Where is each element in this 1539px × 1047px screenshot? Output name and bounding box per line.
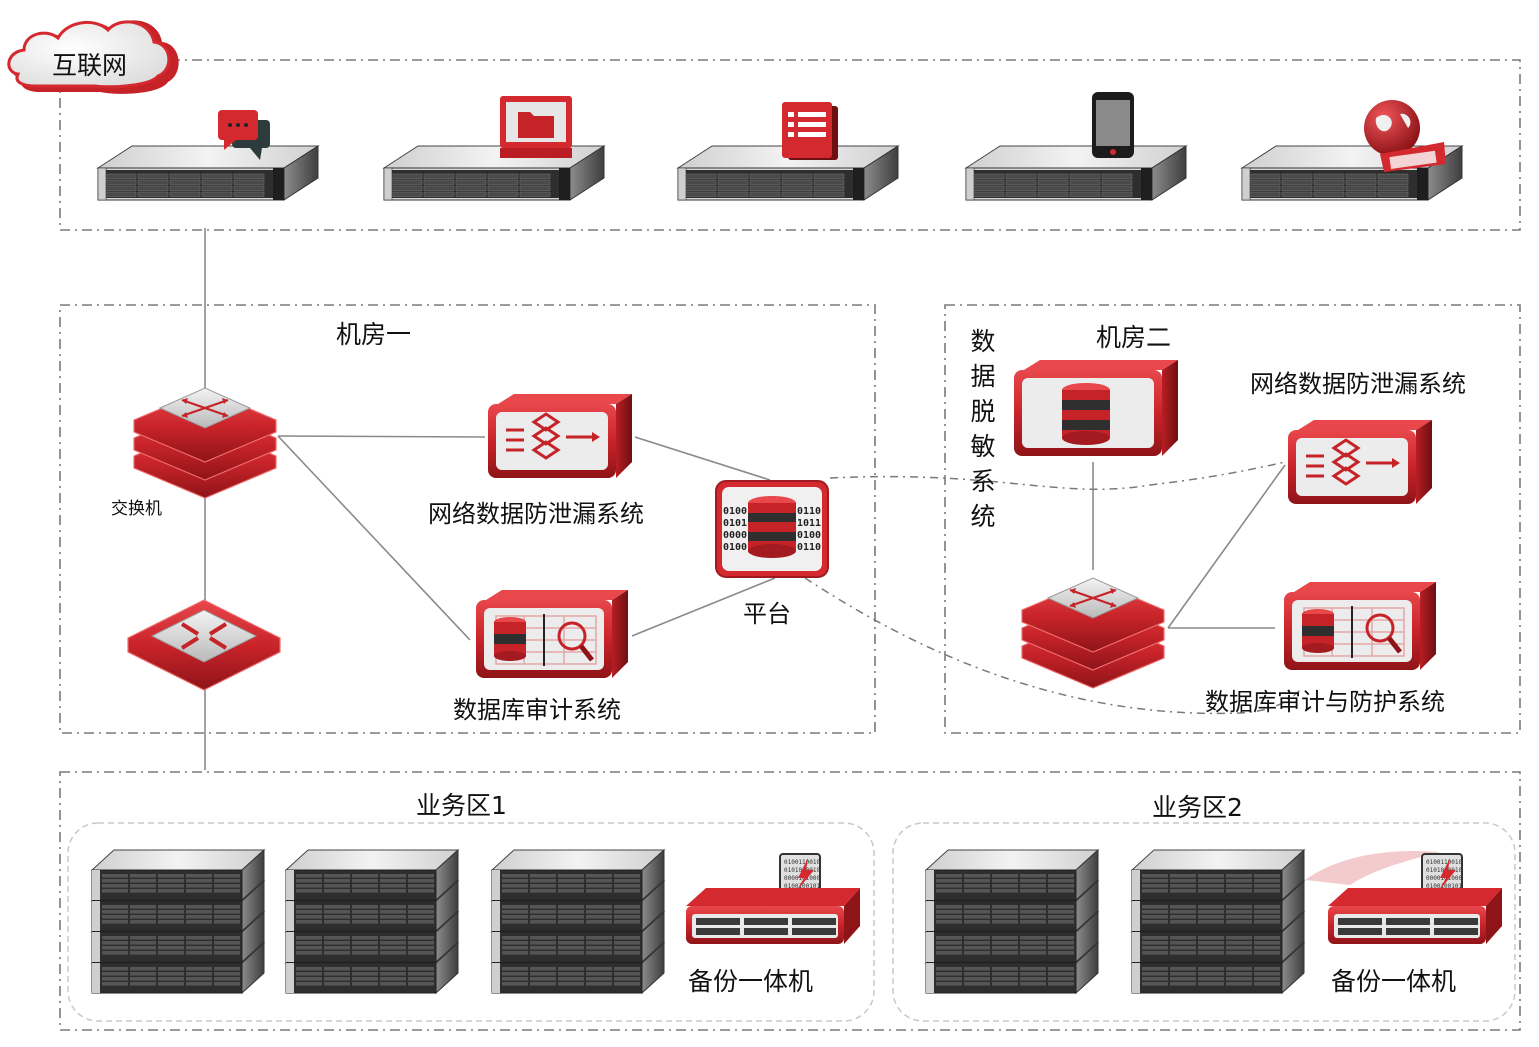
binary-text: 0000 — [723, 530, 747, 541]
link-switch-dlp — [278, 436, 485, 437]
link-platform-dlp2 — [830, 462, 1285, 489]
binary-text: 0101 — [723, 518, 747, 529]
binary-text: 0110 — [797, 506, 821, 517]
globe-film-icon — [1356, 98, 1448, 174]
link-dlp-platform — [635, 437, 770, 480]
binary-text: 0100 — [723, 506, 747, 517]
zone2-server-stack[interactable] — [1128, 840, 1308, 1000]
room1-switch[interactable] — [130, 378, 280, 508]
chat-bubble-icon — [214, 106, 306, 182]
svg-text:0100110010: 0100110010 — [784, 859, 821, 866]
platform-node[interactable]: 0100010100000100 0110101101000110 — [713, 478, 831, 580]
room2-dlp-label: 网络数据防泄漏系统 — [1250, 364, 1466, 399]
zone1-server-stack[interactable] — [88, 840, 268, 1000]
smartphone-icon — [1090, 90, 1182, 166]
list-document-icon — [780, 100, 872, 176]
masking-system-label: 数据脱敏系统 — [963, 328, 999, 538]
business-zone2-title: 业务区2 — [1152, 788, 1243, 824]
binary-text: 0100 — [797, 530, 821, 541]
link-switch2-dlp2 — [1168, 465, 1285, 628]
room1-dlp-appliance[interactable] — [484, 392, 636, 484]
room2-title: 机房二 — [1096, 318, 1171, 354]
binary-text: 1011 — [797, 518, 821, 529]
zone1-server-stack[interactable] — [282, 840, 462, 1000]
room1-db-audit-appliance[interactable] — [472, 588, 632, 684]
zone1-backup-appliance[interactable]: 0100110010010101001000001010000100100101 — [684, 852, 864, 952]
zone1-server-stack[interactable] — [488, 840, 668, 1000]
room2-db-audit-protect-appliance[interactable] — [1280, 580, 1440, 676]
backup-appliance-label-2: 备份一体机 — [1331, 962, 1456, 998]
platform-label: 平台 — [743, 594, 791, 629]
room2-dlp-appliance[interactable] — [1284, 418, 1436, 510]
backup-appliance-label-1: 备份一体机 — [688, 962, 813, 998]
link-switch-dbaudit — [278, 436, 470, 640]
zone2-server-stack[interactable] — [922, 840, 1102, 1000]
room2-switch[interactable] — [1018, 568, 1168, 698]
room2-db-audit-protect-label: 数据库审计与防护系统 — [1205, 682, 1445, 717]
database-icon — [748, 496, 796, 558]
zone2-backup-appliance[interactable]: 0100110010010101001000001010000100100101 — [1326, 852, 1506, 952]
binary-text: 0110 — [797, 542, 821, 553]
internet-label: 互联网 — [52, 46, 127, 82]
room2-masking-appliance[interactable] — [1010, 358, 1182, 462]
folder-monitor-icon — [498, 94, 590, 170]
svg-text:0100110010: 0100110010 — [1426, 859, 1463, 866]
business-zone1-title: 业务区1 — [416, 786, 507, 822]
room1-router[interactable] — [124, 592, 284, 692]
room1-title: 机房一 — [336, 315, 411, 351]
room1-dlp-label: 网络数据防泄漏系统 — [428, 494, 644, 529]
room1-db-audit-label: 数据库审计系统 — [453, 690, 621, 725]
binary-text: 0100 — [723, 542, 747, 553]
